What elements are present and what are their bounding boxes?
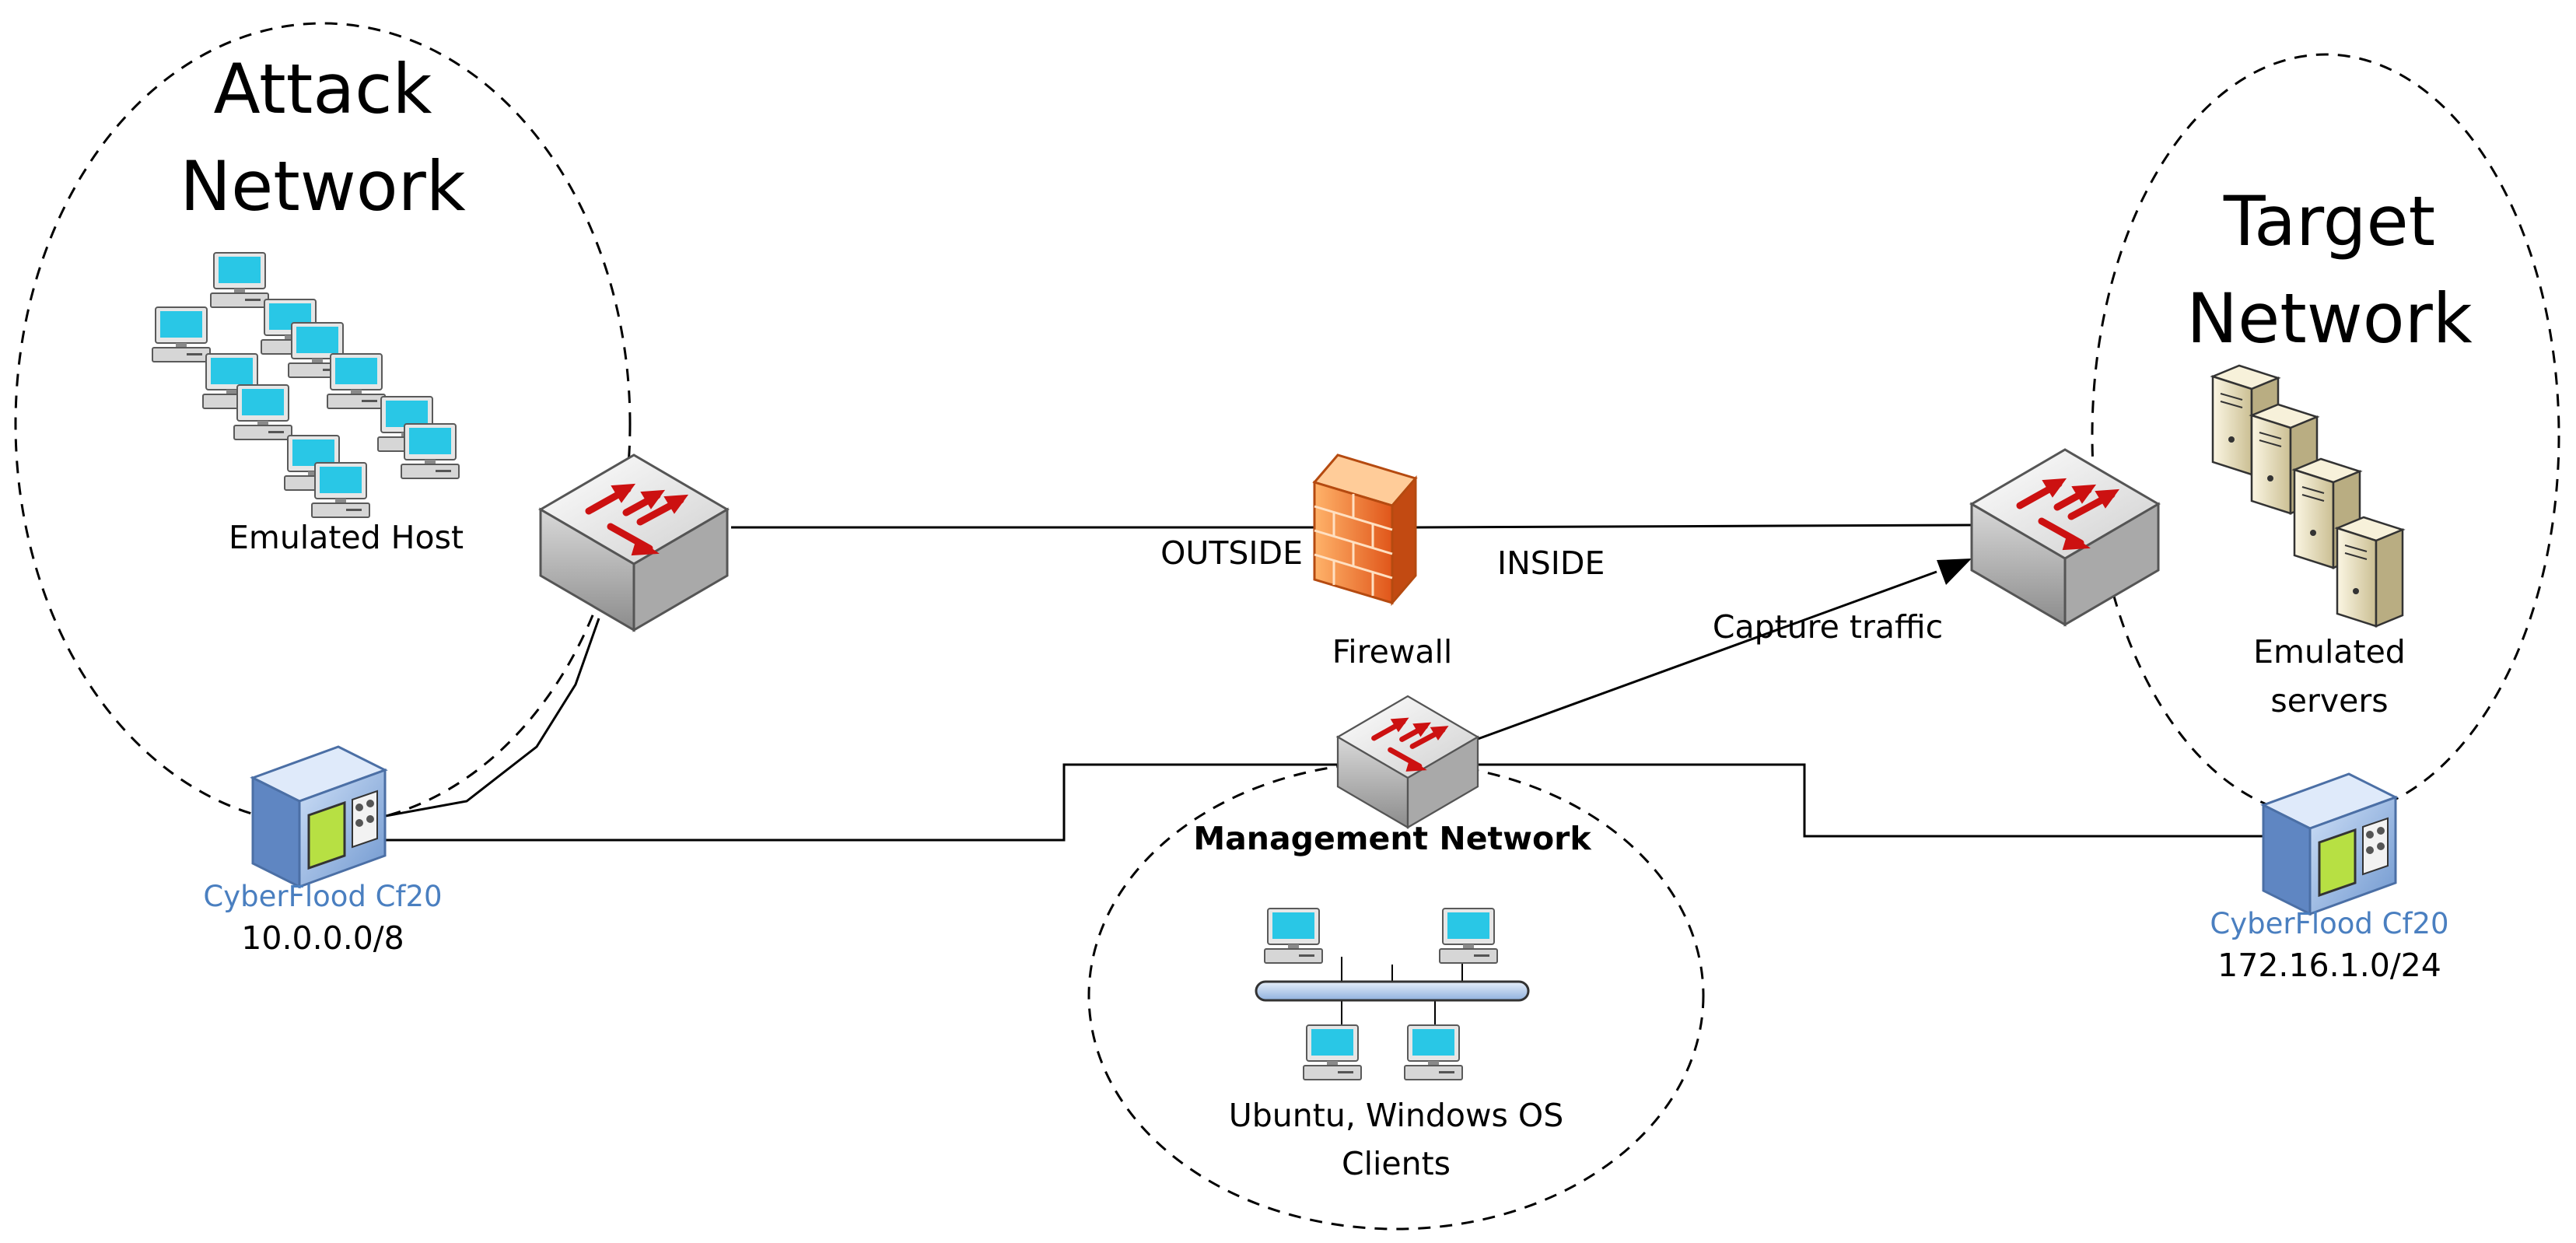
link-attack-switch-to-cyberflood-left: [380, 618, 600, 818]
attack-switch: [541, 455, 727, 630]
target-switch: [1972, 450, 2158, 625]
capture-traffic-arrowhead: [1937, 558, 1972, 585]
link-cyberflood-left-to-mgmt-switch: [381, 763, 1346, 842]
management-bus: [1255, 980, 1530, 1002]
attack-network-zone: [14, 22, 632, 826]
clients-label-line2: Clients: [1342, 1145, 1451, 1182]
attack-network-title-line2: Network: [180, 146, 465, 226]
firewall-icon: [1312, 453, 1418, 607]
capture-traffic-arrow: [1477, 570, 1937, 741]
cyberflood-right-appliance: [2262, 772, 2397, 916]
emulated-host-label: Emulated Host: [229, 519, 464, 556]
management-network-title: Management Network: [1193, 820, 1592, 857]
cyberflood-right-name: CyberFlood Cf20: [2210, 907, 2448, 940]
emulated-servers-label-line1: Emulated: [2253, 633, 2406, 671]
management-switch: [1338, 696, 1478, 828]
management-network-zone: [1087, 761, 1705, 1231]
emulated-servers: [2211, 364, 2404, 628]
cyberflood-right-subnet: 172.16.1.0/24: [2217, 947, 2441, 984]
target-network-title-line1: Target: [2223, 181, 2435, 261]
clients-label-line1: Ubuntu, Windows OS: [1229, 1097, 1563, 1134]
attack-network-title-line1: Attack: [214, 49, 432, 129]
inside-label: INSIDE: [1497, 544, 1605, 582]
emulated-host-computers: [152, 252, 460, 518]
capture-traffic-label: Capture traffic: [1713, 608, 1943, 646]
firewall-label: Firewall: [1332, 633, 1453, 671]
cyberflood-left-subnet: 10.0.0.0/8: [241, 919, 404, 957]
link-mgmt-switch-to-cyberflood-right: [1478, 763, 2271, 838]
cyberflood-left-name: CyberFlood Cf20: [203, 880, 442, 913]
emulated-servers-label-line2: servers: [2270, 682, 2388, 720]
cyberflood-left-appliance: [251, 745, 387, 888]
outside-label: OUTSIDE: [1160, 534, 1303, 572]
target-network-title-line2: Network: [2186, 278, 2472, 359]
link-firewall-to-target-switch: [1415, 523, 1972, 529]
management-clients: [1255, 908, 1530, 1080]
